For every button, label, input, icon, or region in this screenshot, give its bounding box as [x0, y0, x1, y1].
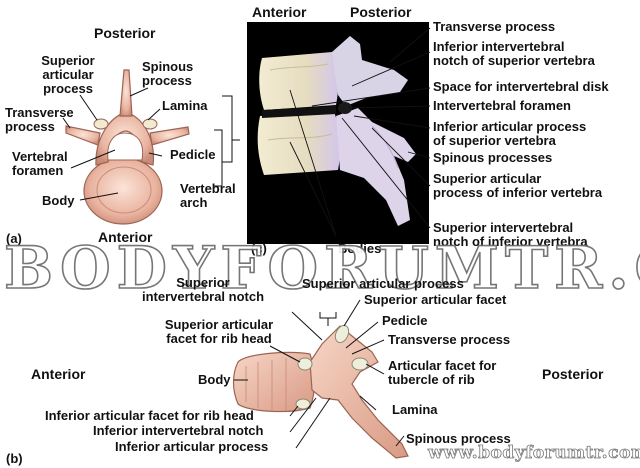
label-b-superior-articular-process: Superior articular process: [302, 276, 464, 291]
panel-b-anterior-label: Anterior: [31, 366, 86, 382]
label-transverse-process: Transverse process: [5, 105, 74, 134]
label-b-inferior-intervertebral-notch: Inferior intervertebral notch: [93, 423, 264, 438]
label-b-superior-articular-facet: Superior articular facet: [364, 292, 507, 307]
panel-c-anterior-label: Anterior: [252, 4, 307, 20]
panel-c-letter: (c): [251, 241, 267, 256]
vertebrae-lateral-photo: [247, 22, 429, 244]
label-vertebral-foramen: Vertebral foramen: [12, 149, 68, 178]
panel-b-letter: (b): [6, 451, 23, 466]
panel-a-anterior-label: Anterior: [98, 229, 153, 245]
label-c-bodies: Bodies: [338, 241, 382, 256]
label-lamina: Lamina: [162, 98, 208, 113]
watermark-url: www.bodyforumtr.com: [428, 443, 640, 464]
label-c-superior-articular-process: Superior articular process of inferior v…: [433, 171, 603, 200]
label-b-transverse-process: Transverse process: [388, 332, 511, 347]
label-c-inferior-intervertebral-notch: Inferior intervertebral notch of superio…: [433, 39, 595, 68]
label-c-intervertebral-disk-space: Space for intervertebral disk: [433, 79, 609, 94]
label-b-spinous-process: Spinous process: [406, 431, 511, 446]
label-b-lamina: Lamina: [392, 402, 438, 417]
panel-c-posterior-label: Posterior: [350, 4, 412, 20]
label-vertebral-arch: Vertebral arch: [180, 181, 236, 210]
label-superior-articular-process: Superior articular process: [41, 53, 95, 96]
label-b-articular-facet-tubercle: Articular facet for tubercle of rib: [388, 358, 497, 387]
label-body: Body: [42, 193, 75, 208]
label-b-body: Body: [198, 372, 231, 387]
panel-a-letter: (a): [6, 231, 22, 246]
label-spinous-process: Spinous process: [142, 59, 194, 88]
label-b-pedicle: Pedicle: [382, 313, 428, 328]
label-pedicle: Pedicle: [170, 147, 216, 162]
panel-b-posterior-label: Posterior: [542, 366, 604, 382]
label-c-superior-intervertebral-notch: Superior intervertebral notch of inferio…: [433, 220, 588, 249]
vertebra-lateral-view: [232, 324, 409, 459]
panel-a-posterior-label: Posterior: [94, 25, 156, 41]
panel-c-leader-lines: [289, 27, 431, 237]
label-b-superior-facet-rib-head: Superior articular facet for rib head: [164, 317, 274, 346]
label-b-inferior-articular-process: Inferior articular process: [115, 439, 269, 454]
label-c-transverse-process: Transverse process: [433, 19, 556, 34]
panel-b-leader-lines: [234, 299, 405, 449]
label-b-superior-intervertebral-notch: Superior intervertebral notch: [141, 275, 265, 304]
label-c-intervertebral-foramen: Intervertebral foramen: [433, 98, 571, 113]
label-b-inferior-facet-rib-head: Inferior articular facet for rib head: [45, 408, 254, 423]
label-c-inferior-articular-process: Inferior articular process of superior v…: [433, 119, 587, 148]
panel-a-leader-lines: [62, 87, 240, 201]
label-c-spinous-processes: Spinous processes: [433, 150, 553, 165]
vertebra-superior-view: [65, 69, 190, 225]
